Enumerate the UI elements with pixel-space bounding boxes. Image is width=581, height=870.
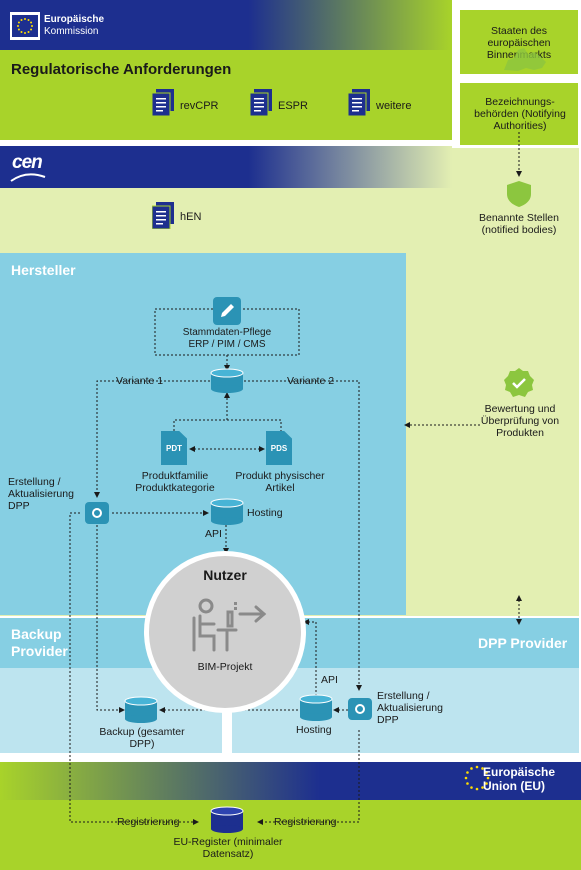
create-dpp-label: Erstellung / Aktualisierung DPP	[8, 476, 74, 513]
eu-title: Europäische Union (EU)	[483, 765, 556, 793]
dpp-api-label: API	[321, 674, 338, 686]
dpp-hosting-database-icon	[299, 694, 333, 721]
cen-logo: cen	[12, 152, 43, 173]
dpp-provider-title: DPP Provider	[478, 635, 568, 651]
dpp-create-label: Erstellung / Aktualisierung DPP	[377, 690, 443, 727]
doc-label-weitere: weitere	[376, 100, 412, 112]
variant2-label: Variante 2	[287, 375, 335, 387]
cen-body-band	[0, 188, 452, 240]
eu-register-database-icon	[210, 806, 244, 833]
document-icon	[152, 89, 174, 116]
hosting-database-icon	[210, 498, 244, 525]
person-at-desk-icon	[192, 598, 267, 652]
notifying-authorities-box	[460, 83, 578, 145]
eu-register-label: EU-Register (minimaler Datensatz)	[173, 836, 283, 861]
regulatory-band	[0, 50, 452, 140]
backup-label: Backup (gesamter DPP)	[99, 726, 185, 751]
ec-logo: Europäische Kommission	[10, 12, 130, 40]
notified-bodies-label: Benannte Stellen (notified bodies)	[479, 212, 559, 237]
camera-icon	[85, 502, 109, 524]
eu-stars-icon	[17, 18, 33, 34]
pdt-label: Produktfamilie Produktkategorie	[135, 470, 215, 495]
document-icon	[152, 202, 174, 229]
verified-badge-icon	[504, 368, 534, 397]
eu-stars-circle-icon	[464, 765, 490, 791]
pencil-icon	[213, 297, 241, 325]
doc-label-espr: ESPR	[278, 100, 308, 112]
document-icon	[348, 89, 370, 116]
manufacturer-title: Hersteller	[11, 262, 76, 278]
pdt-icon: PDT	[161, 431, 187, 465]
backup-database-icon	[124, 696, 158, 723]
variant1-label: Variante 1	[116, 375, 164, 387]
backup-provider-title: Backup Provider	[11, 626, 68, 659]
shield-icon	[507, 181, 531, 207]
ec-name-line1: Europäische	[44, 14, 105, 25]
doc-label-revcpr: revCPR	[180, 100, 219, 112]
user-project-label: BIM-Projekt	[197, 661, 253, 673]
ec-header-band	[0, 0, 452, 50]
hosting-label: Hosting	[247, 507, 283, 519]
ec-name-line2: Kommission	[44, 26, 99, 37]
database-icon	[210, 368, 244, 393]
api-label: API	[205, 528, 222, 540]
master-data-label: Stammdaten-Pflege ERP / PIM / CMS	[182, 327, 272, 350]
registration-left-label: Registrierung	[117, 816, 180, 828]
doc-label-hen: hEN	[180, 211, 202, 223]
document-icon	[250, 89, 272, 116]
eu-body-band	[0, 800, 581, 870]
user-title: Nutzer	[203, 567, 247, 583]
dpp-hosting-label: Hosting	[296, 724, 332, 736]
user-circle	[144, 551, 306, 713]
eu-flag-inner	[12, 15, 38, 37]
notifying-authorities-label: Bezeichnungs-behörden (Notifying Authori…	[474, 96, 566, 133]
eu-header-band	[0, 762, 581, 800]
cen-header-band	[0, 146, 452, 188]
cen-swoosh-icon	[10, 173, 46, 182]
europe-map-icon	[504, 48, 546, 71]
pds-label: Produkt physischer Artikel	[235, 470, 325, 495]
assessment-label: Bewertung und Überprüfung von Produkten	[480, 403, 560, 440]
pds-icon: PDS	[266, 431, 292, 465]
registration-right-label: Registrierung	[274, 816, 337, 828]
dpp-camera-icon	[348, 698, 372, 720]
regulatory-title: Regulatorische Anforderungen	[11, 61, 232, 78]
